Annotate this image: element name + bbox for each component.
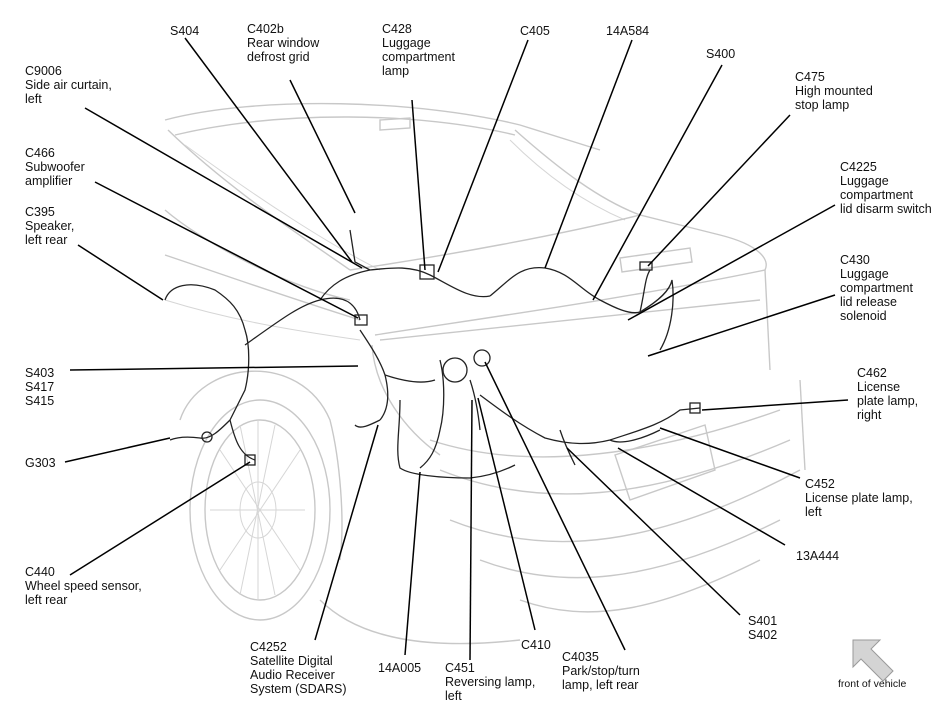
callout-c9006: C9006 Side air curtain, left [25, 64, 112, 106]
callout-13a444: 13A444 [796, 549, 840, 563]
callout-14a005: 14A005 [378, 661, 422, 675]
vehicle-body [164, 102, 806, 645]
callout-c475: C475 High mounted stop lamp [795, 70, 873, 112]
orientation-label: front of vehicle [838, 678, 907, 690]
callout-s403: S403 S417 S415 [25, 366, 55, 408]
callout-c405: C405 [520, 24, 550, 38]
callout-c4225: C4225 Luggage compartment lid disarm swi… [840, 160, 932, 216]
callout-c395: C395 Speaker, left rear [25, 205, 75, 247]
callout-c466: C466 Subwoofer amplifier [25, 146, 85, 188]
arrow-up-left-icon [852, 639, 894, 682]
callout-c402b: C402b Rear window defrost grid [247, 22, 320, 64]
callout-c451: C451 Reversing lamp, left [445, 661, 536, 703]
callout-s400: S400 [706, 47, 736, 61]
leader-lines [64, 37, 849, 661]
wiring-harness [164, 229, 701, 479]
callout-c440: C440 Wheel speed sensor, left rear [25, 565, 142, 607]
callout-s401: S401 S402 [748, 614, 778, 642]
callout-c4035: C4035 Park/stop/turn lamp, left rear [562, 650, 640, 692]
callout-c4252: C4252 Satellite Digital Audio Receiver S… [250, 640, 347, 696]
callout-g303: G303 [25, 456, 56, 470]
callout-c428: C428 Luggage compartment lamp [382, 22, 455, 78]
callout-s404: S404 [170, 24, 200, 38]
callout-c452: C452 License plate lamp, left [805, 477, 913, 519]
callout-c410: C410 [521, 638, 551, 652]
callout-c462: C462 License plate lamp, right [857, 366, 919, 422]
callout-c430: C430 Luggage compartment lid release sol… [840, 253, 913, 323]
callout-14a584: 14A584 [606, 24, 650, 38]
